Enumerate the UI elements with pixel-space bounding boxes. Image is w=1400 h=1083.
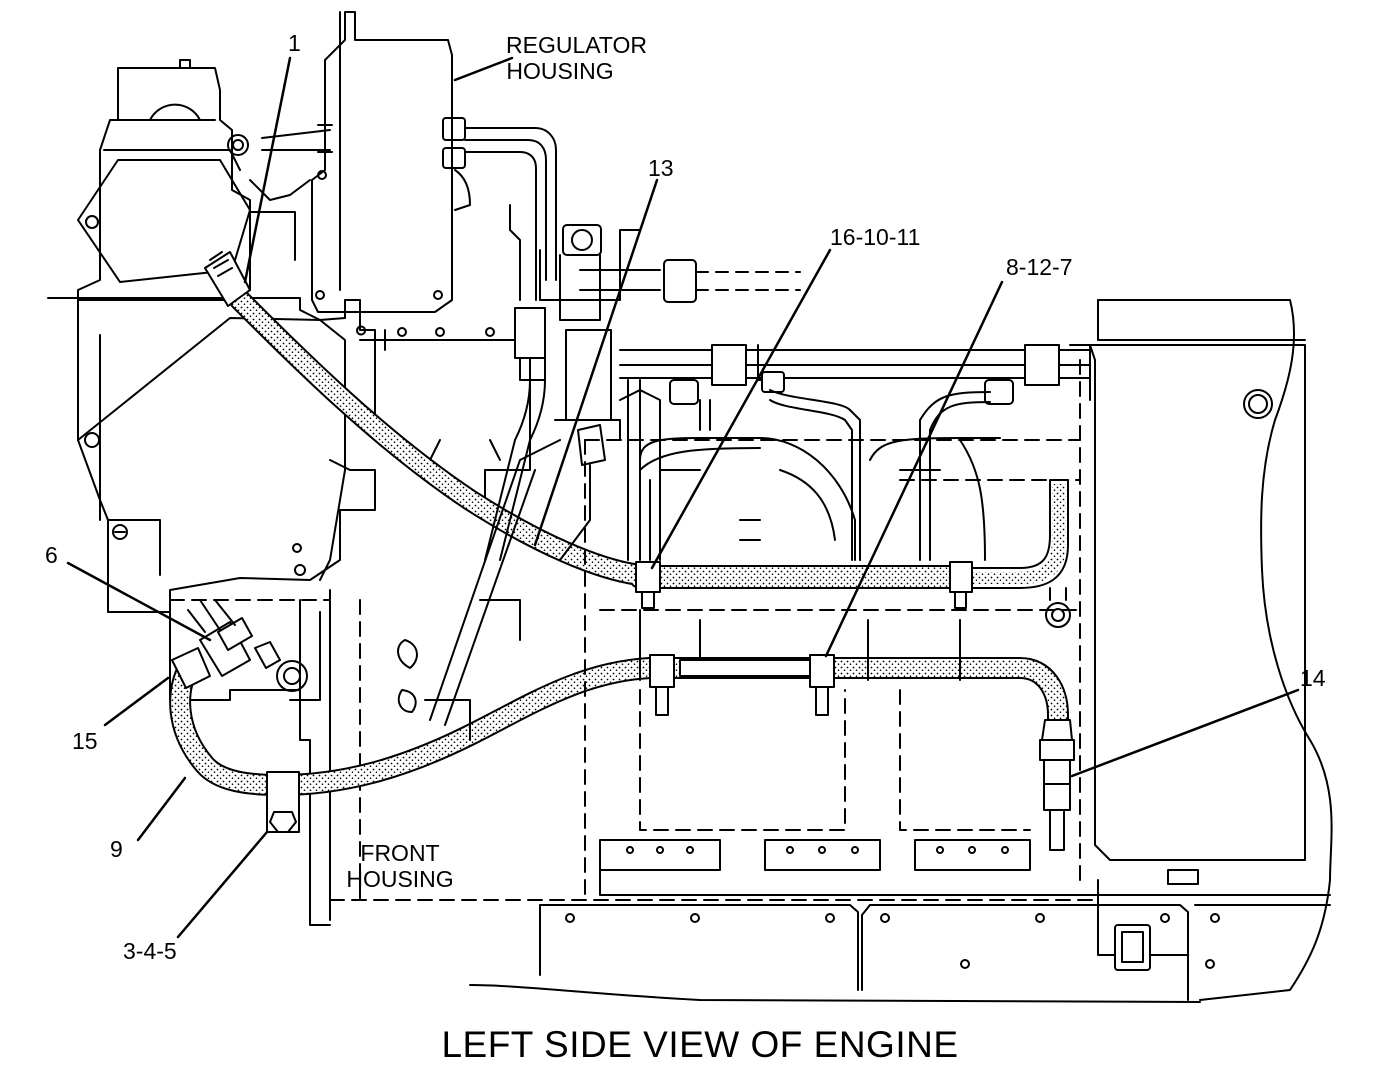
lower-rails <box>329 839 1331 1001</box>
callout-13: 13 <box>648 155 674 181</box>
fuel-pipes <box>249 127 801 561</box>
callout-15: 15 <box>72 728 98 754</box>
regulator-label-line1: REGULATOR <box>506 32 648 58</box>
connector-1 <box>204 251 251 307</box>
front-housing-label: FRONT HOUSING <box>345 840 455 892</box>
diagram-caption: LEFT SIDE VIEW OF ENGINE <box>441 1024 959 1065</box>
cylinder-heads <box>584 359 1081 901</box>
regulator-housing <box>311 11 471 313</box>
regulator-label-line2: HOUSING <box>506 58 614 84</box>
right-cover <box>1089 299 1333 1001</box>
front-label-line1: FRONT <box>360 840 440 866</box>
callout-3-4-5: 3-4-5 <box>123 938 177 964</box>
front-label-line2: HOUSING <box>346 866 454 892</box>
callout-6: 6 <box>45 542 58 568</box>
fitting-14 <box>1039 719 1075 851</box>
callout-16-10-11: 16-10-11 <box>830 224 921 250</box>
callout-8-12-7: 8-12-7 <box>1006 254 1073 280</box>
leader-lines <box>66 56 1300 939</box>
left-housing <box>47 297 531 613</box>
callout-1: 1 <box>288 30 301 56</box>
callout-14: 14 <box>1300 665 1326 691</box>
callout-9: 9 <box>110 836 123 862</box>
valve-covers <box>639 429 1001 681</box>
regulator-housing-label: REGULATOR HOUSING <box>506 32 648 84</box>
fitting-6 <box>171 599 308 692</box>
